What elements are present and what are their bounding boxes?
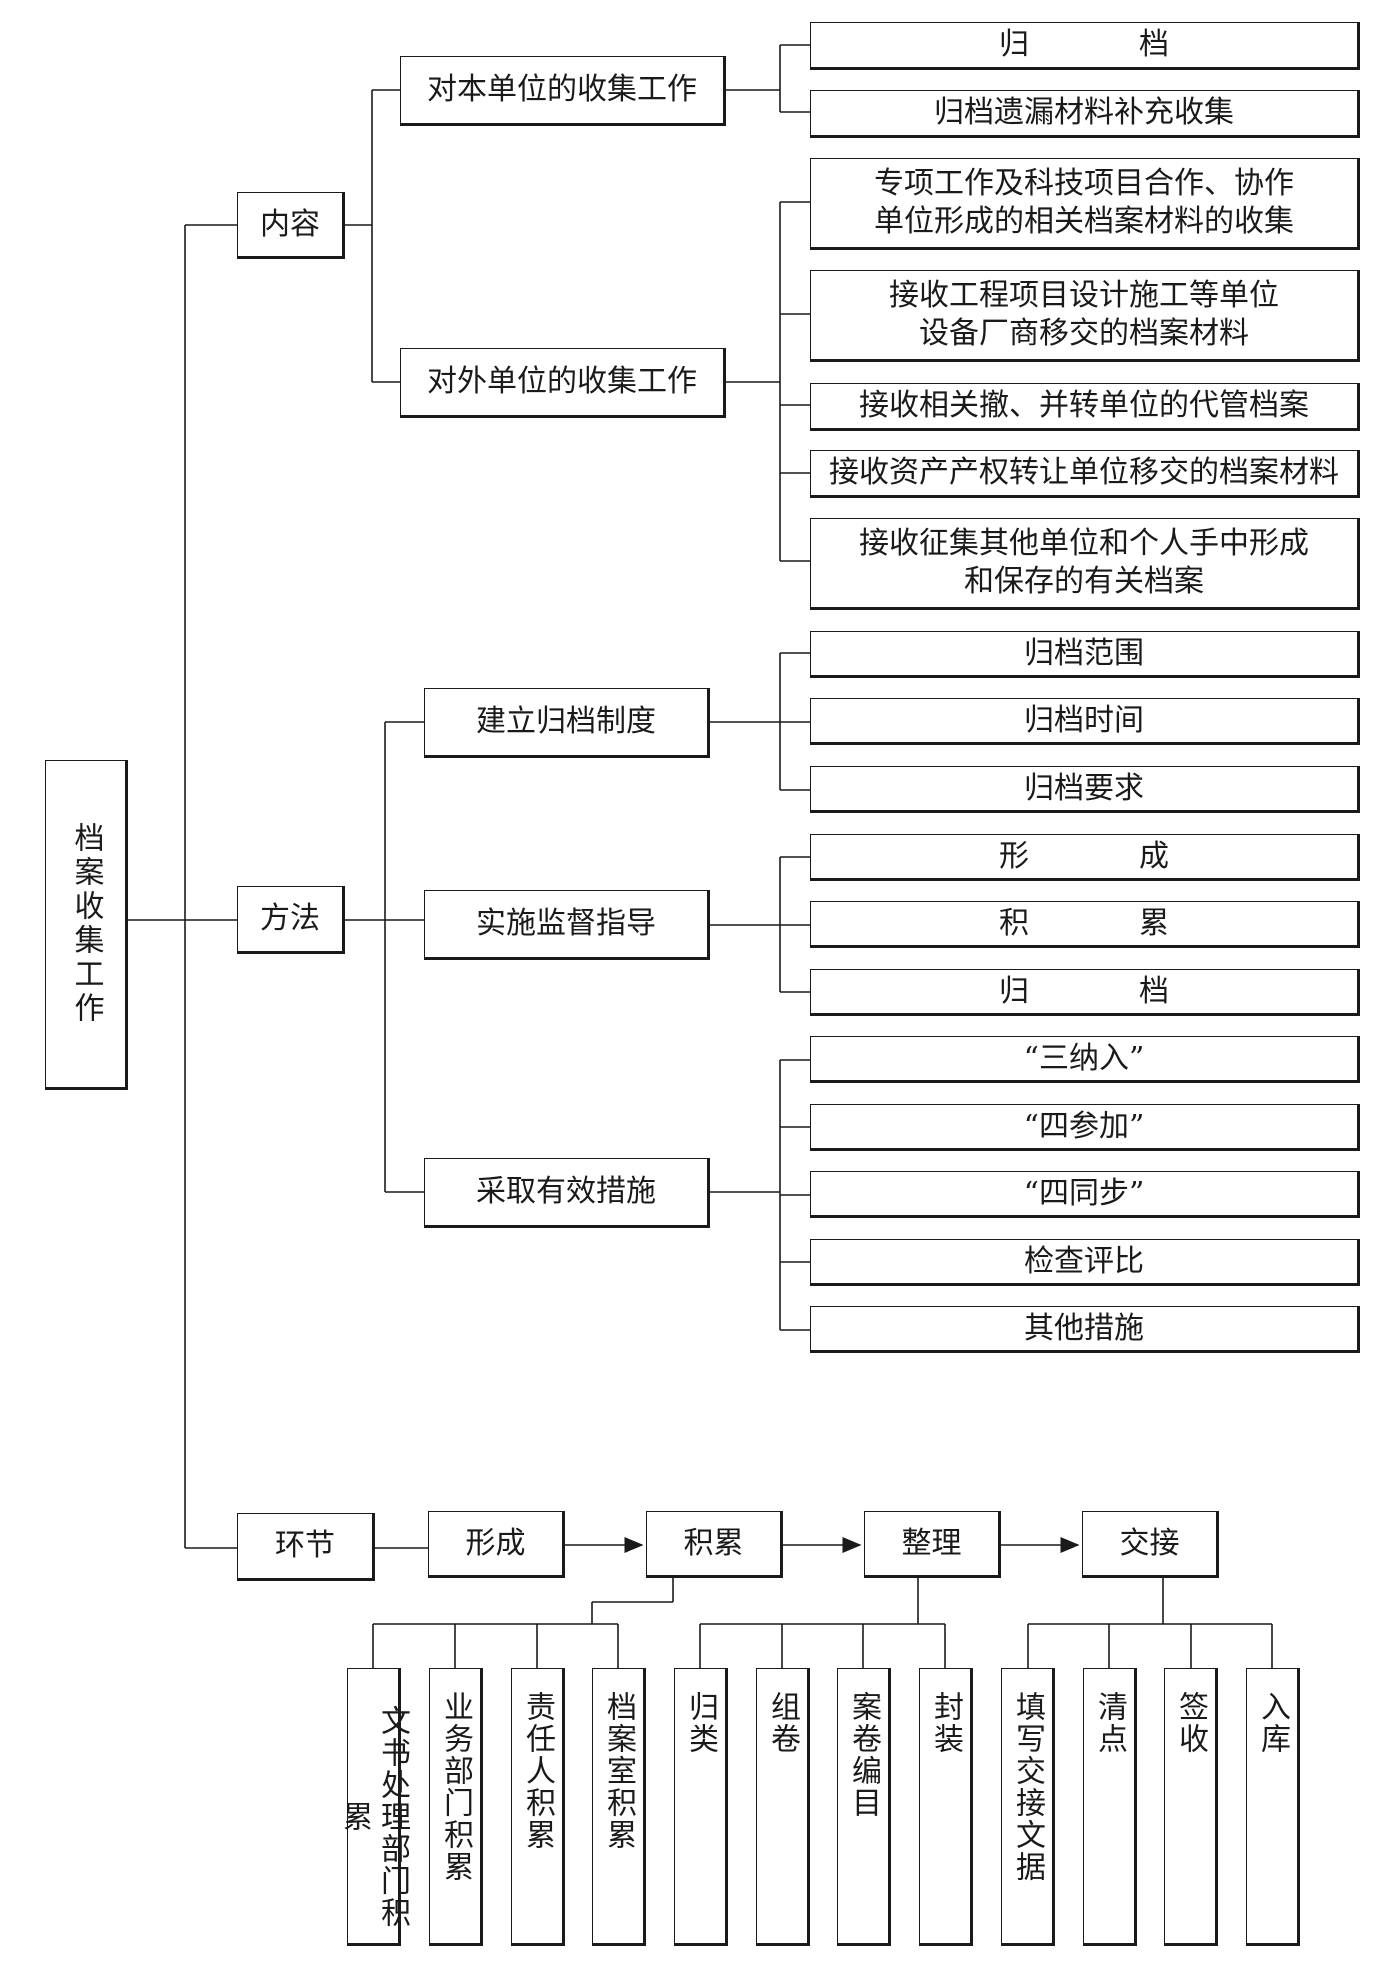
node-external-collection: 对外单位的收集工作	[400, 348, 726, 418]
leaf-accumulate-1: 文书处理部门积累	[337, 1668, 410, 1946]
node-internal-collection: 对本单位的收集工作	[400, 56, 726, 126]
leaf-organize-3: 案卷编目	[837, 1668, 891, 1946]
leaf-organize-1: 归类	[674, 1668, 728, 1946]
leaf-external-4: 接收资产产权转让单位移交的档案材料	[810, 450, 1360, 498]
node-archiving-system: 建立归档制度	[424, 688, 710, 758]
leaf-internal-1: 归 档	[810, 22, 1360, 70]
stage-organize: 整理	[864, 1511, 1001, 1578]
stage-handover: 交接	[1082, 1511, 1219, 1578]
stage-accumulate: 积累	[646, 1511, 783, 1578]
leaf-system-3: 归档要求	[810, 766, 1360, 813]
node-links: 环节	[237, 1513, 375, 1581]
leaf-handover-1: 填写交接文据	[1001, 1668, 1055, 1946]
leaf-external-2: 接收工程项目设计施工等单位 设备厂商移交的档案材料	[810, 270, 1360, 362]
node-method: 方法	[237, 886, 345, 954]
leaf-external-5: 接收征集其他单位和个人手中形成 和保存的有关档案	[810, 518, 1360, 610]
leaf-supervise-2: 积 累	[810, 901, 1360, 948]
leaf-organize-2: 组卷	[756, 1668, 810, 1946]
leaf-accumulate-4: 档案室积累	[592, 1668, 646, 1946]
node-content: 内容	[237, 192, 345, 259]
leaf-external-1: 专项工作及科技项目合作、协作 单位形成的相关档案材料的收集	[810, 158, 1360, 250]
leaf-accumulate-3: 责任人积累	[511, 1668, 565, 1946]
leaf-system-2: 归档时间	[810, 698, 1360, 745]
leaf-supervise-1: 形 成	[810, 834, 1360, 881]
leaf-internal-2: 归档遗漏材料补充收集	[810, 90, 1360, 138]
leaf-measures-5: 其他措施	[810, 1306, 1360, 1353]
node-supervision: 实施监督指导	[424, 890, 710, 960]
leaf-supervise-3: 归 档	[810, 969, 1360, 1016]
leaf-organize-4: 封装	[919, 1668, 973, 1946]
leaf-handover-4: 入库	[1246, 1668, 1300, 1946]
stage-form: 形成	[428, 1511, 565, 1578]
leaf-measures-1: “三纳入”	[810, 1036, 1360, 1083]
leaf-measures-2: “四参加”	[810, 1104, 1360, 1151]
leaf-accumulate-2: 业务部门积累	[429, 1668, 483, 1946]
leaf-system-1: 归档范围	[810, 631, 1360, 678]
leaf-external-3: 接收相关撤、并转单位的代管档案	[810, 383, 1360, 431]
leaf-handover-3: 签收	[1164, 1668, 1218, 1946]
node-measures: 采取有效措施	[424, 1158, 710, 1228]
leaf-handover-2: 清点	[1083, 1668, 1137, 1946]
leaf-measures-4: 检查评比	[810, 1239, 1360, 1286]
leaf-measures-3: “四同步”	[810, 1171, 1360, 1218]
root-node: 档案收集工作	[45, 760, 128, 1090]
